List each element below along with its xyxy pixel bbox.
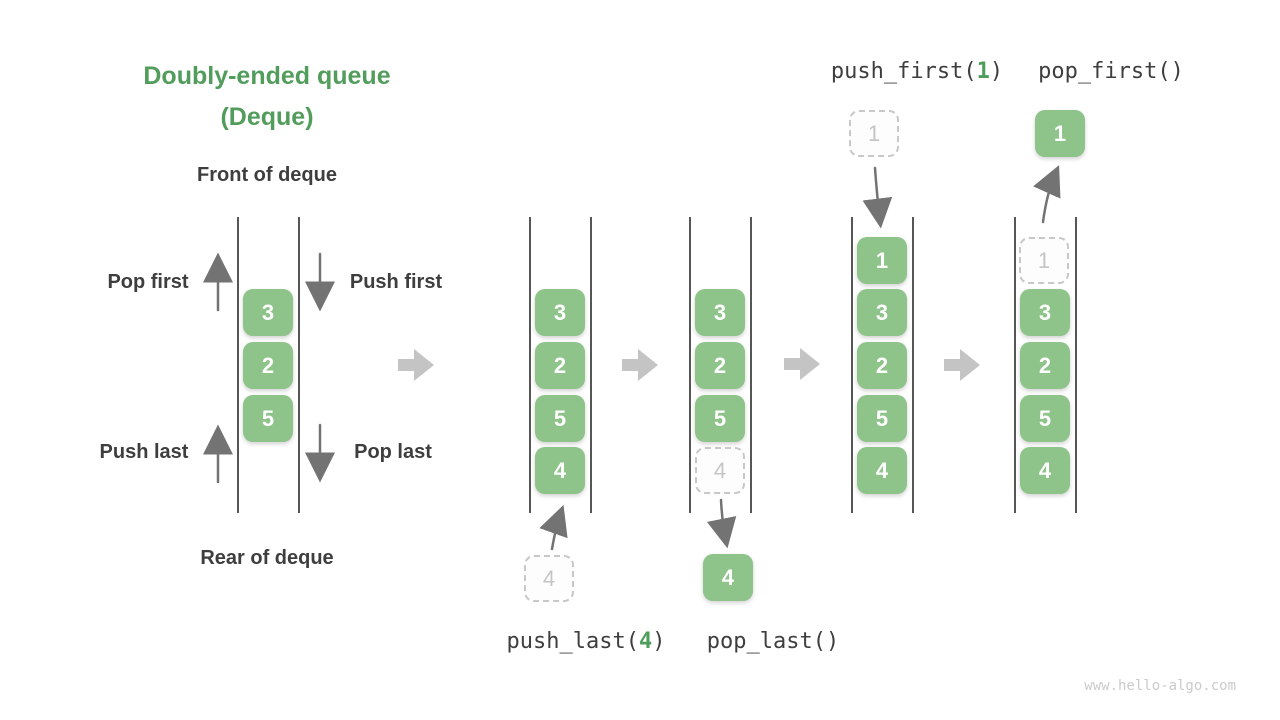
deque-cell: 2 (535, 342, 585, 389)
code-arg: 1 (976, 59, 990, 84)
deque-wall (750, 217, 752, 513)
deque-cell: 3 (857, 289, 907, 336)
diagram-title: Doubly-ended queue (Deque) (143, 56, 390, 138)
deque-cell: 3 (243, 289, 293, 336)
front-of-deque-label: Front of deque (197, 164, 337, 186)
deque-cell: 5 (535, 395, 585, 442)
push-first-label: Push first (349, 271, 443, 293)
deque-wall (590, 217, 592, 513)
code-text: ) (652, 629, 666, 654)
transition-arrow-icon (398, 349, 434, 381)
transition-arrow-icon (622, 349, 658, 381)
removed-slot-ghost-cell: 4 (695, 447, 745, 494)
deque-cell: 4 (857, 447, 907, 494)
deque-cell: 5 (1020, 395, 1070, 442)
incoming-value-ghost-cell: 1 (849, 110, 899, 157)
removed-slot-ghost-cell: 1 (1019, 237, 1069, 284)
deque-wall (851, 217, 853, 513)
code-text: push_last( (506, 629, 639, 654)
code-arg: 4 (638, 629, 653, 654)
incoming-value-ghost-cell: 4 (524, 555, 574, 602)
deque-cell: 4 (1020, 447, 1070, 494)
pop-last-label: Pop last (354, 441, 432, 463)
transition-arrow-icon (784, 348, 820, 380)
push-last-code-label: push_last(4) (507, 629, 666, 654)
pop-last-code-label: pop_last() (706, 629, 840, 654)
title-line-2: (Deque) (220, 103, 314, 131)
deque-cell: 5 (243, 395, 293, 442)
popped-value-cell: 1 (1035, 110, 1085, 157)
push-first-insert-arrow-icon (862, 166, 893, 229)
push-last-insert-arrow-icon (539, 504, 568, 551)
rear-of-deque-label: Rear of deque (200, 547, 334, 569)
code-text: push_first( (830, 59, 977, 84)
deque-cell: 2 (1020, 342, 1070, 389)
push-last-label: Push last (99, 441, 189, 463)
deque-cell: 1 (857, 237, 907, 284)
deque-cell: 3 (1020, 289, 1070, 336)
push-first-code-label: push_first(1) (831, 59, 1003, 84)
deque-wall (1075, 217, 1077, 513)
deque-wall (237, 217, 239, 513)
deque-wall (912, 217, 914, 513)
popped-value-cell: 4 (703, 554, 753, 601)
deque-cell: 2 (857, 342, 907, 389)
pop-last-remove-arrow-icon (706, 498, 737, 549)
watermark: www.hello-algo.com (1084, 678, 1236, 694)
deque-wall (689, 217, 691, 513)
pop-first-label: Pop first (107, 271, 189, 293)
deque-cell: 3 (695, 289, 745, 336)
deque-cell: 4 (535, 447, 585, 494)
code-text: ) (989, 59, 1004, 84)
title-line-1: Doubly-ended queue (143, 62, 391, 90)
deque-wall (1014, 217, 1016, 513)
deque-wall (529, 217, 531, 513)
deque-cell: 3 (535, 289, 585, 336)
deque-cell: 5 (857, 395, 907, 442)
deque-cell: 2 (695, 342, 745, 389)
deque-wall (298, 217, 300, 513)
deque-cell: 2 (243, 342, 293, 389)
pop-first-remove-arrow-icon (1033, 165, 1061, 224)
pop-first-code-label: pop_first() (1038, 59, 1184, 84)
transition-arrow-icon (944, 349, 980, 381)
deque-cell: 5 (695, 395, 745, 442)
